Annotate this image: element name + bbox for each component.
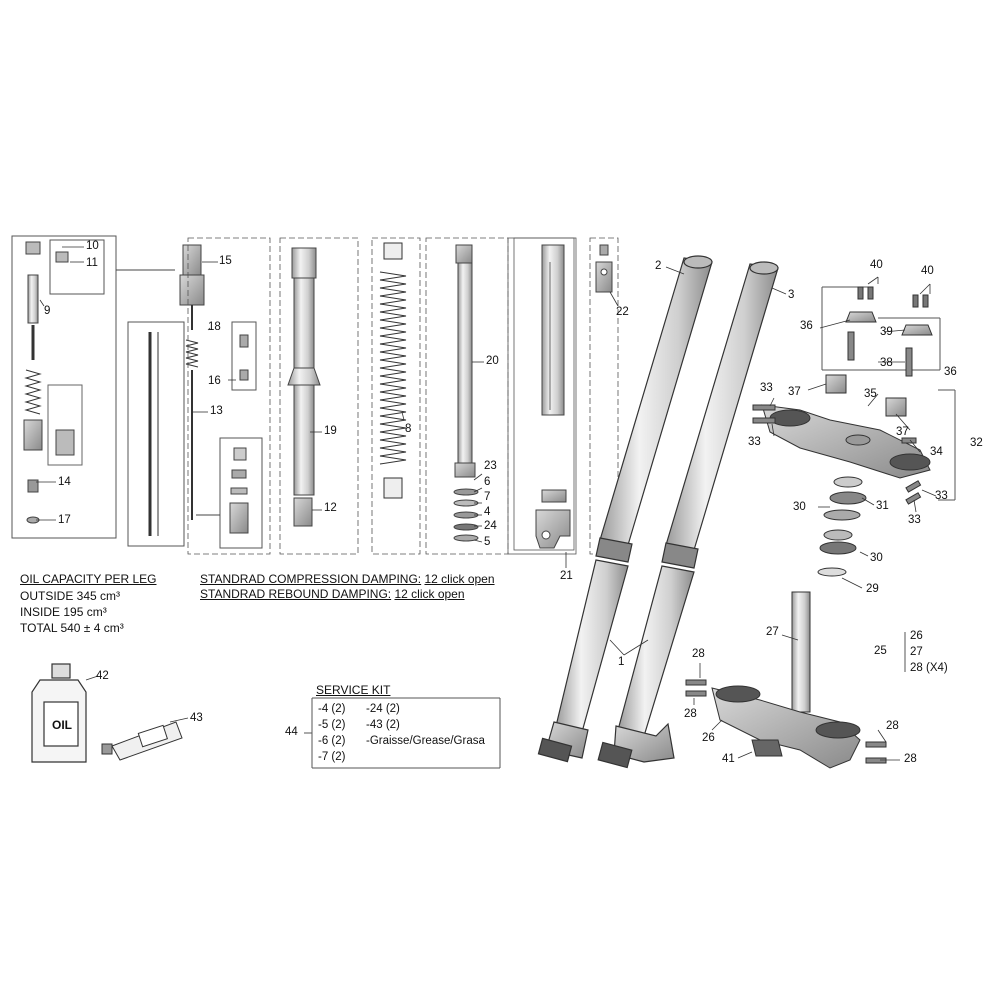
oil-capacity-inside: INSIDE 195 cm³ <box>20 605 107 619</box>
callout-18: 18 <box>208 321 221 333</box>
top-clamp-assembly <box>752 286 956 505</box>
service-kit-item: -24 (2) <box>366 703 400 715</box>
callout-11: 11 <box>86 257 98 269</box>
bearing-set <box>817 476 867 577</box>
rebound-damping-label: STANDRAD REBOUND DAMPING: <box>200 587 392 601</box>
callout-22: 22 <box>616 306 629 318</box>
service-kit-item: -43 (2) <box>366 719 400 731</box>
callout-26: 26 <box>702 732 715 744</box>
callout-5: 5 <box>484 536 491 548</box>
callout-9: 9 <box>44 305 51 317</box>
callout-31: 31 <box>876 500 889 512</box>
callout-33b: 33 <box>748 436 761 448</box>
cartridge-tube-19 <box>287 247 321 527</box>
fork-legs <box>537 255 779 769</box>
oil-bottle-label: OIL <box>52 718 72 732</box>
callout-4: 4 <box>484 506 491 518</box>
callout-27: 27 <box>766 626 779 638</box>
callout-16: 16 <box>208 375 221 387</box>
callout-41: 41 <box>722 753 735 765</box>
callout-28b: 28 <box>684 708 697 720</box>
outer-tube-21 <box>535 244 571 549</box>
callout-24: 24 <box>484 520 497 532</box>
compression-damping-note: STANDRAD COMPRESSION DAMPING: 12 click o… <box>200 572 495 586</box>
callout-37b: 37 <box>896 426 909 438</box>
callout-7: 7 <box>484 491 491 503</box>
callout-14: 14 <box>58 476 71 488</box>
callout-34: 34 <box>930 446 943 458</box>
service-kit-item: -7 (2) <box>318 751 346 763</box>
callout-6: 6 <box>484 476 491 488</box>
service-kit-heading: SERVICE KIT <box>316 683 391 697</box>
callout-3: 3 <box>788 289 795 301</box>
damper-rod-group <box>127 244 263 549</box>
callout-30b: 30 <box>870 552 883 564</box>
oil-capacity-heading: OIL CAPACITY PER LEG <box>20 572 157 586</box>
callout-1: 1 <box>618 656 625 668</box>
callout-27-legend: 27 <box>910 646 923 658</box>
fork-leg-right <box>597 261 779 769</box>
inner-tube-20 <box>453 244 479 542</box>
exploded-frames <box>187 237 619 555</box>
callout-19: 19 <box>324 425 337 437</box>
adjuster-22 <box>595 244 613 293</box>
callout-43: 43 <box>190 712 203 724</box>
callout-28-x4: 28 (X4) <box>910 662 948 674</box>
service-kit-item: -Graisse/Grease/Grasa <box>366 735 485 747</box>
callout-12: 12 <box>324 502 337 514</box>
callout-33c: 33 <box>935 490 948 502</box>
callout-8: 8 <box>405 423 412 435</box>
bottom-clamp-assembly <box>685 591 906 769</box>
oil-capacity-total: TOTAL 540 ± 4 cm³ <box>20 621 124 635</box>
callout-28a: 28 <box>692 648 705 660</box>
callout-10: 10 <box>86 240 99 252</box>
service-kit-item: -6 (2) <box>318 735 346 747</box>
callout-36a: 36 <box>800 320 813 332</box>
callout-36b: 36 <box>944 366 957 378</box>
callout-35: 35 <box>864 388 877 400</box>
fork-leg-left <box>537 255 713 763</box>
callout-33d: 33 <box>908 514 921 526</box>
callout-25: 25 <box>874 645 887 657</box>
rebound-damping-value: 12 click open <box>394 587 465 601</box>
callout-21: 21 <box>560 570 573 582</box>
callout-42: 42 <box>96 670 109 682</box>
callout-39: 39 <box>880 326 893 338</box>
oil-capacity-outside: OUTSIDE 345 cm³ <box>20 589 121 603</box>
rebound-damping-note: STANDRAD REBOUND DAMPING: 12 click open <box>200 587 465 601</box>
callout-2: 2 <box>655 260 662 272</box>
callout-44: 44 <box>285 726 298 738</box>
callout-20: 20 <box>486 355 499 367</box>
callout-23: 23 <box>484 460 497 472</box>
callout-28d: 28 <box>904 753 917 765</box>
service-kit-box <box>304 697 501 769</box>
compression-damping-label: STANDRAD COMPRESSION DAMPING: <box>200 572 422 586</box>
damper-cartridge-group <box>11 235 175 539</box>
callout-38: 38 <box>880 357 893 369</box>
spring-8 <box>379 242 407 499</box>
callout-29: 29 <box>866 583 879 595</box>
rubber-block-41 <box>751 739 783 757</box>
service-kit-item: -5 (2) <box>318 719 346 731</box>
callout-33a: 33 <box>760 382 773 394</box>
leader-lines <box>36 246 937 761</box>
service-kit-item: -4 (2) <box>318 703 346 715</box>
compression-damping-value: 12 click open <box>424 572 495 586</box>
callout-32: 32 <box>970 437 983 449</box>
grease-tube-43 <box>101 721 183 761</box>
callout-17: 17 <box>58 514 71 526</box>
callout-26-legend: 26 <box>910 630 923 642</box>
callout-40a: 40 <box>870 259 883 271</box>
callout-28c: 28 <box>886 720 899 732</box>
callout-37a: 37 <box>788 386 801 398</box>
callout-15: 15 <box>219 255 232 267</box>
oil-bottle-42 <box>31 663 87 763</box>
callout-13: 13 <box>210 405 223 417</box>
callout-40b: 40 <box>921 265 934 277</box>
callout-30a: 30 <box>793 501 806 513</box>
